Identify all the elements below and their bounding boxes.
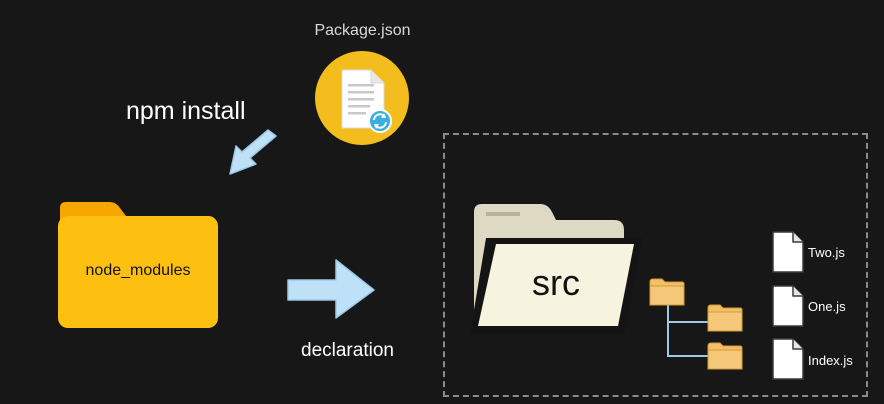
declaration-label: declaration — [301, 340, 394, 361]
file-icon — [772, 231, 804, 273]
npm-install-label: npm install — [126, 97, 246, 125]
folder-icon — [58, 202, 218, 328]
src-project-container — [443, 133, 868, 397]
folder-icon — [707, 342, 743, 370]
node-modules-label: node_modules — [85, 262, 191, 279]
src-label: src — [532, 262, 580, 303]
package-json-label: Package.json — [314, 22, 411, 39]
file-name: One.js — [808, 299, 846, 314]
file-icon — [772, 338, 804, 380]
file-name: Two.js — [808, 245, 845, 260]
open-folder-icon — [470, 204, 642, 334]
tree-connector — [667, 304, 712, 357]
arrow-down-left-icon — [229, 129, 277, 175]
arrow-right-icon — [287, 259, 375, 319]
folder-icon — [649, 278, 685, 306]
package-json-icon — [315, 51, 409, 145]
file-name: Index.js — [808, 353, 853, 368]
folder-icon — [707, 304, 743, 332]
file-icon — [772, 285, 804, 327]
